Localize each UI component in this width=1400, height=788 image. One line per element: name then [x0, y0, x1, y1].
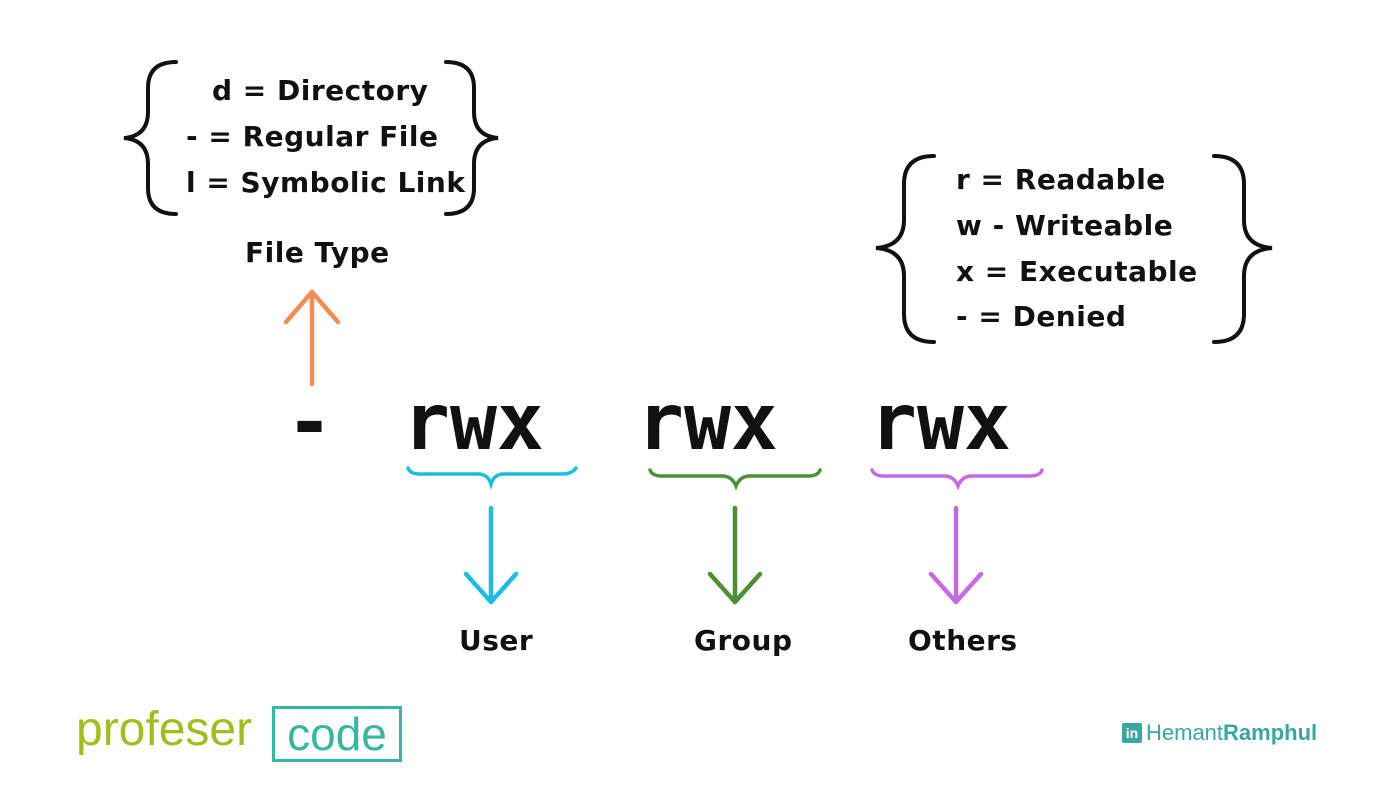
- file-type-directory: d = Directory: [212, 74, 429, 107]
- user-arrow: [463, 505, 519, 605]
- others-label: Others: [908, 624, 1018, 657]
- group-permissions: rwx: [637, 378, 778, 468]
- file-type-left-brace: [123, 60, 178, 216]
- file-type-right-brace: [444, 60, 499, 216]
- file-type-symlink: l = Symbolic Link: [186, 166, 466, 199]
- brand-name-part1: profeser: [76, 703, 253, 756]
- legend-left-brace: [875, 154, 936, 344]
- others-underbrace: [870, 468, 1044, 491]
- legend-denied: - = Denied: [956, 300, 1127, 333]
- legend-executable: x = Executable: [956, 255, 1198, 288]
- file-type-regular: - = Regular File: [186, 120, 439, 153]
- others-arrow: [928, 505, 984, 605]
- author-first-name: Hemant: [1146, 720, 1224, 745]
- legend-writeable: w - Writeable: [956, 209, 1174, 242]
- user-permissions: rwx: [403, 378, 544, 468]
- legend-readable: r = Readable: [956, 163, 1166, 196]
- user-label: User: [459, 624, 534, 657]
- others-permissions: rwx: [870, 378, 1011, 468]
- file-type-arrow: [283, 289, 341, 387]
- file-type-char: -: [286, 378, 333, 468]
- group-label: Group: [694, 624, 793, 657]
- group-underbrace: [648, 468, 822, 491]
- author-last-name: Ramphul: [1223, 720, 1318, 745]
- file-type-label: File Type: [245, 236, 390, 269]
- group-arrow: [707, 505, 763, 605]
- user-underbrace: [406, 466, 578, 491]
- legend-right-brace: [1212, 154, 1273, 344]
- brand-name-part2: code: [272, 706, 402, 762]
- linkedin-icon: in: [1122, 723, 1142, 743]
